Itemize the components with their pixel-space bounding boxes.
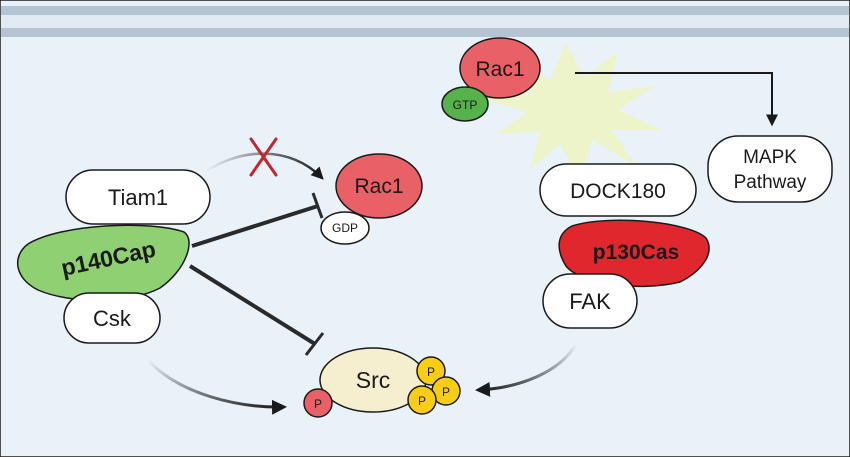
p130cas-blob — [558, 219, 710, 288]
p130cas-label: p130Cas — [593, 241, 679, 264]
svg-text:P: P — [442, 385, 450, 399]
gdp-blob — [320, 211, 370, 245]
membrane-core — [1, 15, 849, 28]
p140cap-inhibits-rac1 — [191, 192, 324, 248]
mapk-pathway-node — [707, 135, 833, 203]
phospho-yellow-3: P — [407, 385, 437, 415]
csk-to-src-arrow — [146, 358, 287, 415]
csk-node — [63, 292, 161, 344]
gtp-label: GTP — [453, 98, 478, 112]
gdp-label: GDP — [332, 221, 358, 235]
phospho-yellow-1: P — [416, 356, 446, 386]
mapk-label-line1: MAPK — [743, 147, 797, 168]
membrane-inner-layer — [1, 28, 849, 37]
dock180-label: DOCK180 — [570, 180, 666, 203]
src-label: Src — [356, 367, 391, 393]
phospho-red: P — [303, 388, 333, 418]
dock180-node — [539, 163, 697, 217]
fak-node — [542, 273, 638, 329]
rac1-gtp-label: Rac1 — [475, 58, 524, 81]
csk-label: Csk — [93, 306, 132, 331]
tiam1-node — [65, 169, 211, 225]
rac1-to-mapk-arrow — [575, 72, 778, 127]
rac1-gdp-label: Rac1 — [354, 175, 403, 198]
p140cap-blob — [16, 224, 190, 301]
rac1-gdp-blob — [335, 153, 423, 219]
fak-to-src-arrow — [475, 343, 578, 397]
mapk-label-line2: Pathway — [734, 172, 807, 193]
block-cross-icon — [249, 137, 278, 177]
gtp-blob — [441, 86, 489, 122]
svg-text:P: P — [427, 365, 435, 379]
svg-text:P: P — [314, 397, 322, 411]
fak-label: FAK — [569, 289, 611, 314]
p140cap-inhibits-src — [188, 264, 325, 356]
tiam1-label: Tiam1 — [108, 185, 168, 210]
membrane-outer-layer — [1, 6, 849, 15]
rac1-gtp-blob — [459, 37, 541, 99]
svg-text:P: P — [418, 394, 426, 408]
